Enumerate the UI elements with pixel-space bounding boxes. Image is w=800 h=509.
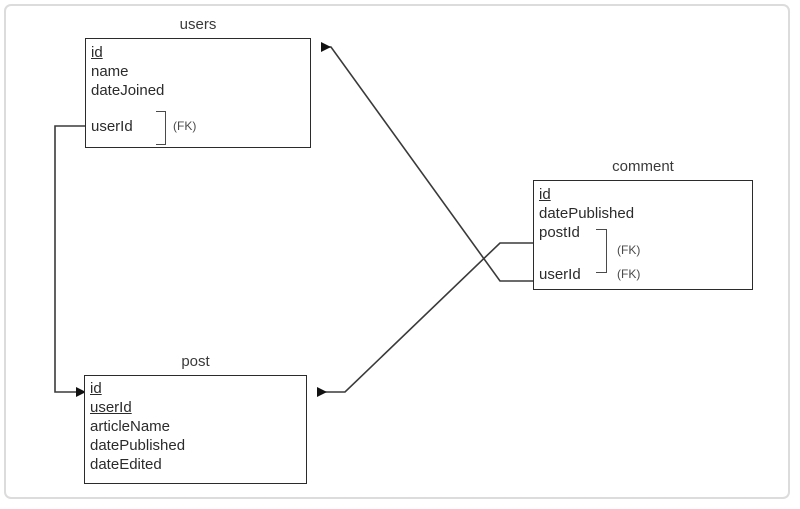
fk-bracket-comment bbox=[596, 229, 607, 273]
attribute-users-userid: userId bbox=[91, 118, 133, 135]
entity-title-comment: comment bbox=[612, 158, 674, 175]
attribute-post-dateedited: dateEdited bbox=[90, 456, 162, 473]
attribute-comment-postid: postId bbox=[539, 224, 580, 241]
attribute-post-id: id bbox=[90, 380, 102, 397]
entity-title-users: users bbox=[179, 16, 217, 33]
entity-post[interactable]: post id userId articleName datePublished… bbox=[84, 353, 307, 484]
attribute-post-userid: userId bbox=[90, 399, 132, 416]
attribute-users-name: name bbox=[91, 63, 129, 80]
attribute-comment-datepublished: datePublished bbox=[539, 205, 635, 222]
attribute-comment-id: id bbox=[539, 186, 551, 203]
entity-comment[interactable]: comment id datePublished postId userId (… bbox=[533, 158, 753, 290]
relationship-comment-postid-to-post-id bbox=[317, 242, 533, 397]
attribute-post-datepublished: datePublished bbox=[90, 437, 186, 454]
relationship-comment-userid-to-users-id bbox=[321, 42, 533, 282]
fk-bracket-users bbox=[156, 111, 166, 145]
fk-label-comment-userid: (FK) bbox=[617, 267, 641, 281]
relationship-users-userid-to-post-id bbox=[54, 125, 86, 397]
fk-label-users-userid: (FK) bbox=[173, 119, 197, 133]
attribute-comment-userid: userId bbox=[539, 266, 581, 283]
entity-title-post: post bbox=[181, 353, 210, 370]
fk-label-comment-postid: (FK) bbox=[617, 243, 641, 257]
attribute-users-datejoined: dateJoined bbox=[91, 82, 165, 99]
attribute-users-id: id bbox=[91, 44, 103, 61]
attribute-post-articlename: articleName bbox=[90, 418, 171, 435]
entity-users[interactable]: users id name dateJoined userId (FK) bbox=[85, 16, 311, 148]
